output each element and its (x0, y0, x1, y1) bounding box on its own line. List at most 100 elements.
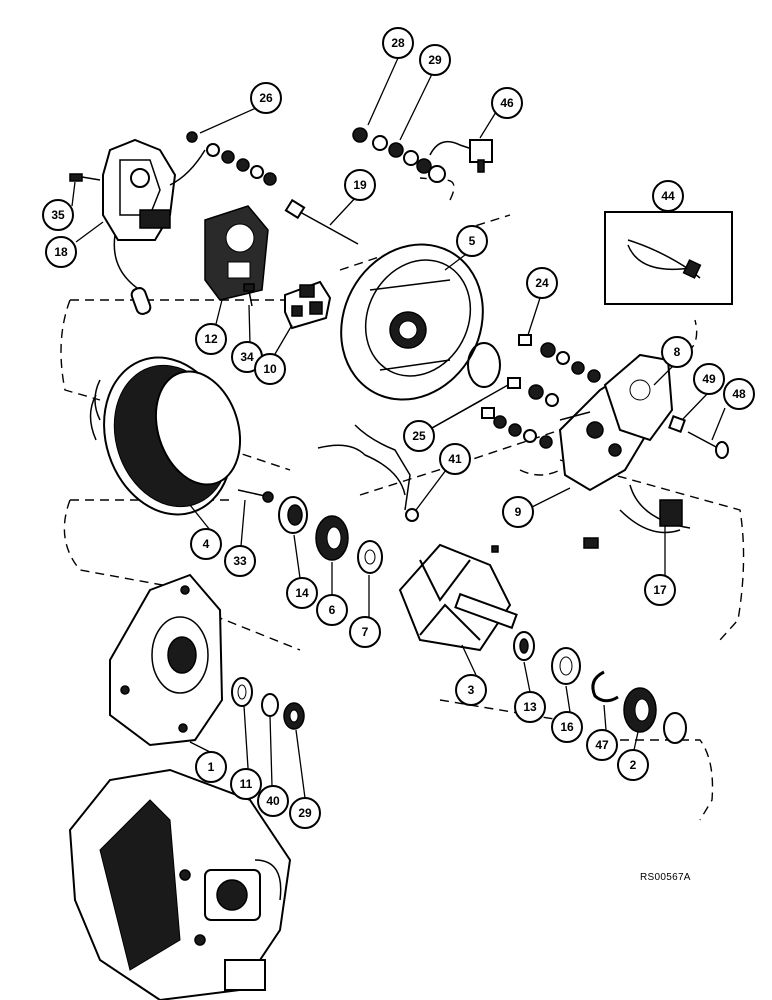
callout-6: 6 (316, 594, 348, 626)
callout-19: 19 (344, 169, 376, 201)
bolt-48 (687, 431, 729, 459)
rotor-3 (398, 543, 518, 652)
callout-28: 28 (382, 27, 414, 59)
callout-29a: 29 (419, 44, 451, 76)
svg-text:17: 17 (653, 583, 667, 597)
svg-text:29: 29 (428, 53, 442, 67)
wire-lead-41 (317, 424, 419, 522)
svg-text:10: 10 (263, 362, 277, 376)
svg-text:1: 1 (208, 760, 215, 774)
svg-text:48: 48 (732, 387, 746, 401)
svg-text:24: 24 (535, 276, 549, 290)
assembled-alternator-view (68, 768, 292, 1000)
svg-text:4: 4 (203, 537, 210, 551)
svg-text:14: 14 (295, 586, 309, 600)
figure-reference-code: RS00567A (640, 872, 691, 883)
callout-47: 47 (586, 729, 618, 761)
svg-text:26: 26 (259, 91, 273, 105)
callout-46: 46 (491, 87, 523, 119)
callout-16: 16 (551, 711, 583, 743)
stator-4 (89, 356, 242, 516)
svg-text:35: 35 (51, 208, 65, 222)
callout-4: 4 (190, 528, 222, 560)
bolt-19 (284, 198, 359, 245)
svg-text:47: 47 (595, 738, 609, 752)
svg-text:34: 34 (240, 350, 254, 364)
gasket-12 (204, 205, 269, 301)
svg-text:5: 5 (469, 234, 476, 248)
svg-text:49: 49 (702, 372, 716, 386)
svg-text:18: 18 (54, 245, 68, 259)
washer-40 (261, 693, 279, 717)
callout-12: 12 (195, 323, 227, 355)
svg-text:6: 6 (329, 603, 336, 617)
spacer-13 (513, 631, 535, 661)
bearing-2 (623, 687, 687, 744)
callout-17: 17 (644, 574, 676, 606)
callout-3: 3 (455, 674, 487, 706)
callout-35: 35 (42, 199, 74, 231)
bearing-6 (315, 515, 349, 561)
callout-33: 33 (224, 545, 256, 577)
callout-1: 1 (195, 751, 227, 783)
callout-13: 13 (514, 691, 546, 723)
callout-49: 49 (693, 363, 725, 395)
bushings-24-25 (481, 334, 601, 449)
part-44-inset (604, 211, 733, 305)
bushing-14 (278, 496, 308, 534)
svg-text:28: 28 (391, 36, 405, 50)
svg-text:12: 12 (204, 332, 218, 346)
svg-text:19: 19 (353, 178, 367, 192)
svg-text:13: 13 (523, 700, 537, 714)
callout-25: 25 (403, 420, 435, 452)
svg-text:2: 2 (630, 758, 637, 772)
svg-text:46: 46 (500, 96, 514, 110)
svg-text:29: 29 (298, 806, 312, 820)
screw-35 (69, 173, 101, 182)
nut-chain-28-29-46 (352, 127, 493, 183)
callout-11: 11 (230, 768, 262, 800)
callout-44: 44 (652, 180, 684, 212)
callout-14: 14 (286, 577, 318, 609)
nut-washer-set-26 (186, 131, 277, 186)
callout-10: 10 (254, 353, 286, 385)
snap-ring-47 (591, 670, 619, 703)
callout-8: 8 (661, 336, 693, 368)
washer-7 (357, 540, 383, 574)
svg-text:3: 3 (468, 683, 475, 697)
callout-2: 2 (617, 749, 649, 781)
svg-text:8: 8 (674, 345, 681, 359)
screw-34 (243, 283, 255, 307)
nut-49 (668, 415, 686, 433)
callout-18: 18 (45, 236, 77, 268)
callout-29b: 29 (289, 797, 321, 829)
regulator-10 (284, 280, 332, 330)
spacer-11 (231, 677, 253, 707)
callout-41: 41 (439, 443, 471, 475)
callout-5: 5 (456, 225, 488, 257)
rectifier-8-9 (558, 353, 674, 492)
callout-7: 7 (349, 616, 381, 648)
regulator-housing-18 (102, 138, 206, 315)
svg-text:7: 7 (362, 625, 369, 639)
svg-text:9: 9 (515, 505, 522, 519)
svg-text:33: 33 (233, 554, 247, 568)
svg-text:25: 25 (412, 429, 426, 443)
brush-wiring-17 (583, 484, 691, 549)
svg-text:11: 11 (240, 777, 253, 791)
nut-29b (283, 702, 305, 730)
callout-9: 9 (502, 496, 534, 528)
callout-48: 48 (723, 378, 755, 410)
washer-16 (551, 647, 581, 685)
leader-lines (71, 57, 726, 799)
callout-40: 40 (257, 785, 289, 817)
svg-text:44: 44 (661, 189, 675, 203)
rear-housing-5 (340, 243, 501, 401)
callout-24: 24 (526, 267, 558, 299)
screw-33 (237, 489, 274, 503)
callout-26: 26 (250, 82, 282, 114)
svg-text:40: 40 (266, 794, 280, 808)
front-housing-1 (109, 573, 224, 747)
svg-text:41: 41 (448, 452, 462, 466)
